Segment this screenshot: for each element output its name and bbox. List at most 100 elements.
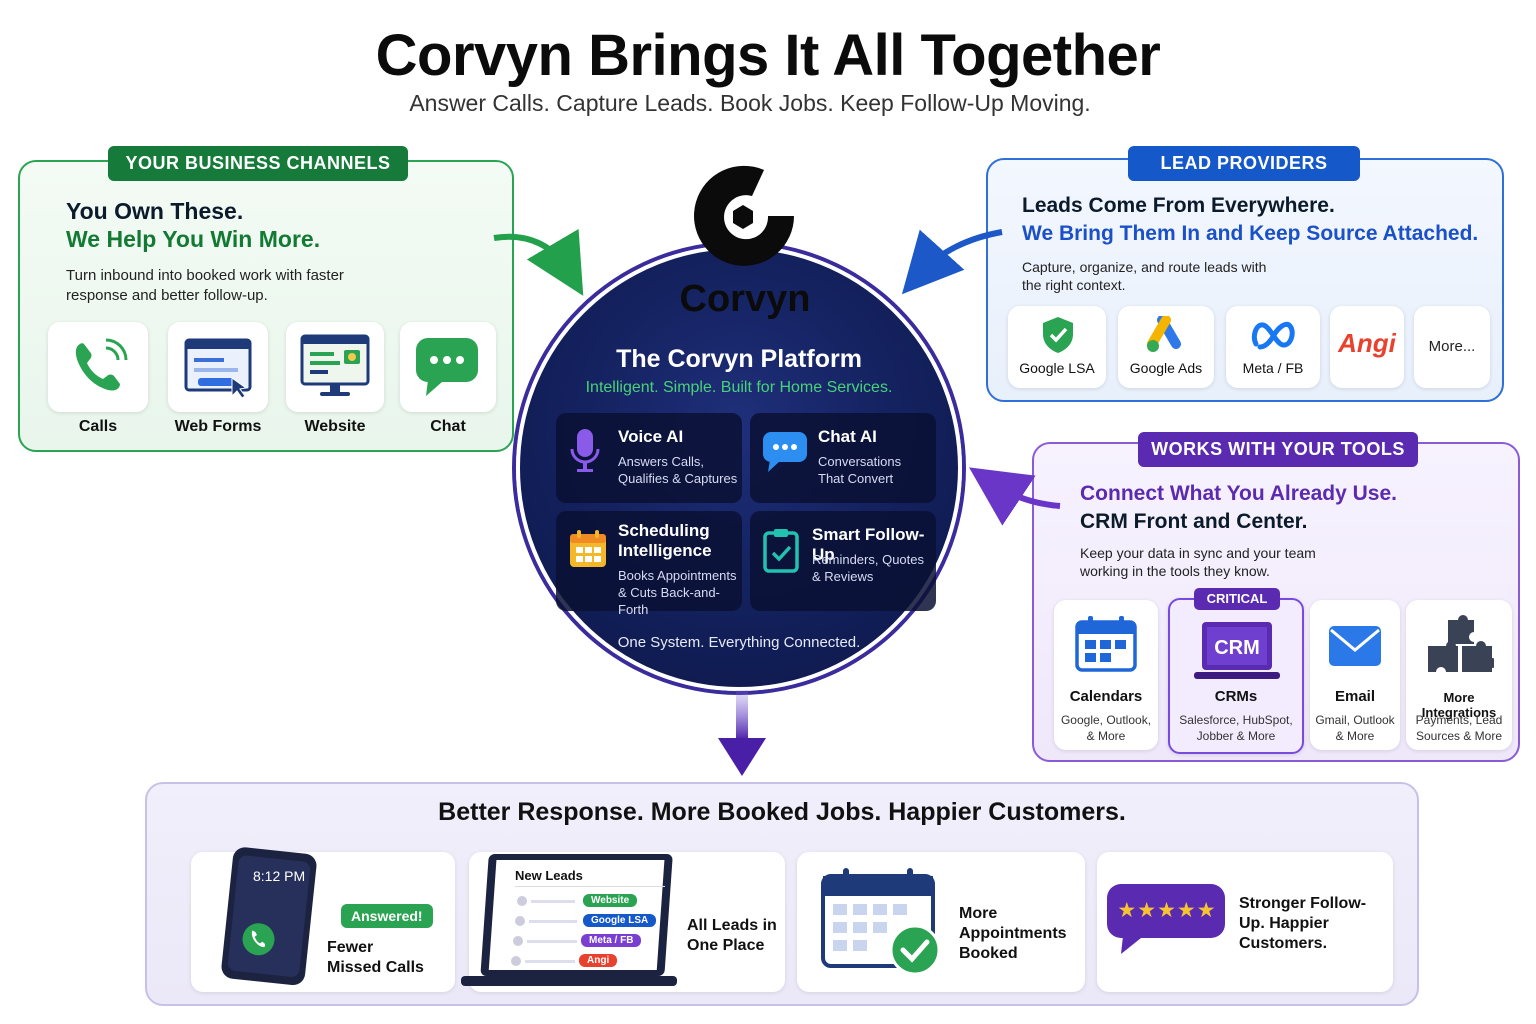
tools-panel: WORKS WITH YOUR TOOLS Connect What You A… [1032, 432, 1520, 762]
feature-chat-ai[interactable]: Chat AI Conversations That Convert [750, 413, 936, 503]
meta-icon [1251, 321, 1295, 350]
lead-providers-description: Capture, organize, and route leads with … [1022, 259, 1267, 293]
angi-logo: Angi [1338, 328, 1396, 358]
lead-dot [511, 956, 521, 966]
provider-angi-tile[interactable]: Angi [1330, 306, 1404, 388]
page-subtitle: Answer Calls. Capture Leads. Book Jobs. … [409, 90, 1091, 116]
lead-dot [515, 916, 525, 926]
page-title: Corvyn Brings It All Together [375, 23, 1161, 88]
feature-voice-ai-name: Voice AI [618, 427, 684, 446]
business-channels-tag: YOUR BUSINESS CHANNELS [108, 146, 408, 181]
website-icon [300, 334, 370, 396]
result-more-appointments-text: More Appointments Booked [959, 905, 1067, 962]
lead-line [531, 900, 575, 903]
lead-source-meta: Meta / FB [581, 934, 642, 947]
lead-dot [513, 936, 523, 946]
provider-meta-label: Meta / FB [1242, 360, 1304, 376]
business-channels-heading: You Own These. [66, 198, 244, 224]
lead-providers-subheading: We Bring Them In and Keep Source Attache… [1022, 222, 1479, 245]
phone-device-icon [221, 847, 317, 986]
feature-smart-follow-up[interactable]: Smart Follow-Up Reminders, Quotes & Revi… [750, 511, 936, 611]
critical-badge: CRITICAL [1194, 588, 1280, 610]
review-bubble-icon [1107, 884, 1225, 954]
channel-website-tile[interactable]: Website [286, 322, 384, 435]
tools-description: Keep your data in sync and your team wor… [1080, 545, 1316, 579]
lead-line [527, 940, 577, 943]
tool-more-integrations-tile[interactable]: More Integrations Payments, Lead Sources… [1406, 600, 1512, 750]
five-star-rating: ★★★★★ [1117, 899, 1217, 922]
tool-calendars-tile[interactable]: Calendars Google, Outlook, & More [1054, 600, 1158, 750]
provider-more-label: More... [1428, 338, 1476, 355]
lead-dot [517, 896, 527, 906]
tool-email-tile[interactable]: Email Gmail, Outlook & More [1310, 600, 1400, 750]
tool-email-name: Email [1334, 688, 1376, 705]
tool-email-sub: Gmail, Outlook & More [1315, 713, 1395, 743]
business-channels-description: Turn inbound into booked work with faste… [66, 267, 344, 304]
envelope-icon [1329, 626, 1381, 666]
lead-providers-panel: LEAD PROVIDERS Leads Come From Everywher… [986, 146, 1504, 402]
channel-web-forms-label: Web Forms [174, 418, 262, 435]
tools-subheading: CRM Front and Center. [1080, 510, 1308, 533]
result-all-leads: New Leads Website Google LSA Meta / FB A… [461, 852, 785, 992]
tool-calendars-sub: Google, Outlook, & More [1060, 713, 1152, 743]
new-leads-divider [515, 886, 665, 887]
results-panel: Better Response. More Booked Jobs. Happi… [145, 782, 1419, 1006]
provider-more-tile[interactable]: More... [1414, 306, 1490, 388]
feature-scheduling-intelligence[interactable]: Scheduling Intelligence Books Appointmen… [556, 511, 742, 617]
lead-source-angi: Angi [579, 954, 618, 967]
provider-google-lsa-label: Google LSA [1019, 360, 1095, 376]
feature-voice-ai-desc: Answers Calls, Qualifies & Captures [618, 454, 738, 486]
tools-heading: Connect What You Already Use. [1080, 482, 1397, 505]
clipboard-check-icon [763, 529, 799, 573]
channel-web-forms-tile[interactable]: Web Forms [168, 322, 268, 435]
feature-scheduling-name: Scheduling Intelligence [618, 521, 712, 560]
result-fewer-missed-calls: 8:12 PM Answered! Fewer Missed Calls [191, 847, 455, 992]
feature-chat-ai-desc: Conversations That Convert [818, 454, 902, 486]
phone-time: 8:12 PM [253, 868, 306, 884]
answered-badge: Answered! [341, 904, 433, 928]
corvyn-logo-icon [694, 165, 794, 266]
lead-source-google-lsa: Google LSA [583, 914, 657, 927]
result-more-appointments: More Appointments Booked [797, 852, 1085, 992]
provider-meta-tile[interactable]: Meta / FB [1226, 306, 1320, 388]
result-fewer-missed-calls-text: Fewer Missed Calls [327, 939, 424, 976]
result-stronger-follow-up-text: Stronger Follow-Up. Happier Customers. [1239, 895, 1367, 952]
channel-chat-label: Chat [430, 418, 466, 435]
business-channels-subheading: We Help You Win More. [66, 226, 321, 252]
lead-line [529, 920, 577, 923]
corvyn-wordmark: Corvyn [679, 278, 811, 320]
feature-voice-ai[interactable]: Voice AI Answers Calls, Qualifies & Capt… [556, 413, 742, 503]
result-all-leads-text: All Leads in One Place [687, 917, 777, 954]
puzzle-icon [1428, 615, 1494, 672]
lead-source-website: Website [583, 894, 638, 907]
feature-chat-ai-name: Chat AI [818, 427, 877, 446]
new-leads-header: New Leads [515, 868, 583, 883]
platform-footer: One System. Everything Connected. [617, 634, 861, 651]
chat-bubble-icon [763, 432, 807, 472]
microphone-icon [570, 429, 600, 472]
tool-crms-tile[interactable]: CRITICAL CRM CRMs Salesforce, HubSpot, J… [1168, 588, 1304, 754]
channel-calls-tile[interactable]: Calls [48, 322, 148, 435]
result-stronger-follow-up: ★★★★★ Stronger Follow-Up. Happier Custom… [1097, 852, 1393, 992]
crm-laptop-icon: CRM [1194, 622, 1280, 679]
platform-tagline: Intelligent. Simple. Built for Home Serv… [585, 379, 893, 396]
channel-chat-tile[interactable]: Chat [400, 322, 496, 435]
channel-website-label: Website [304, 418, 366, 435]
provider-google-ads-tile[interactable]: Google Ads [1118, 306, 1214, 388]
tool-crms-sub: Salesforce, HubSpot, Jobber & More [1179, 713, 1293, 743]
tools-tag: WORKS WITH YOUR TOOLS [1138, 432, 1418, 467]
calendar-check-icon [821, 868, 941, 976]
feature-smart-follow-up-desc: Reminders, Quotes & Reviews [812, 552, 924, 584]
channel-calls-label: Calls [78, 418, 118, 435]
calendar-icon [1075, 616, 1137, 672]
tool-more-integrations-sub: Payments, Lead Sources & More [1415, 713, 1503, 743]
crm-screen-text: CRM [1214, 637, 1260, 659]
lead-line [525, 960, 575, 963]
lead-providers-tag: LEAD PROVIDERS [1128, 146, 1360, 181]
lead-providers-heading: Leads Come From Everywhere. [1022, 194, 1335, 217]
platform-circle: The Corvyn Platform Intelligent. Simple.… [516, 245, 962, 691]
business-channels-panel: YOUR BUSINESS CHANNELS You Own These. We… [18, 146, 514, 452]
results-title: Better Response. More Booked Jobs. Happi… [438, 798, 1126, 826]
provider-google-lsa-tile[interactable]: Google LSA [1008, 306, 1106, 388]
